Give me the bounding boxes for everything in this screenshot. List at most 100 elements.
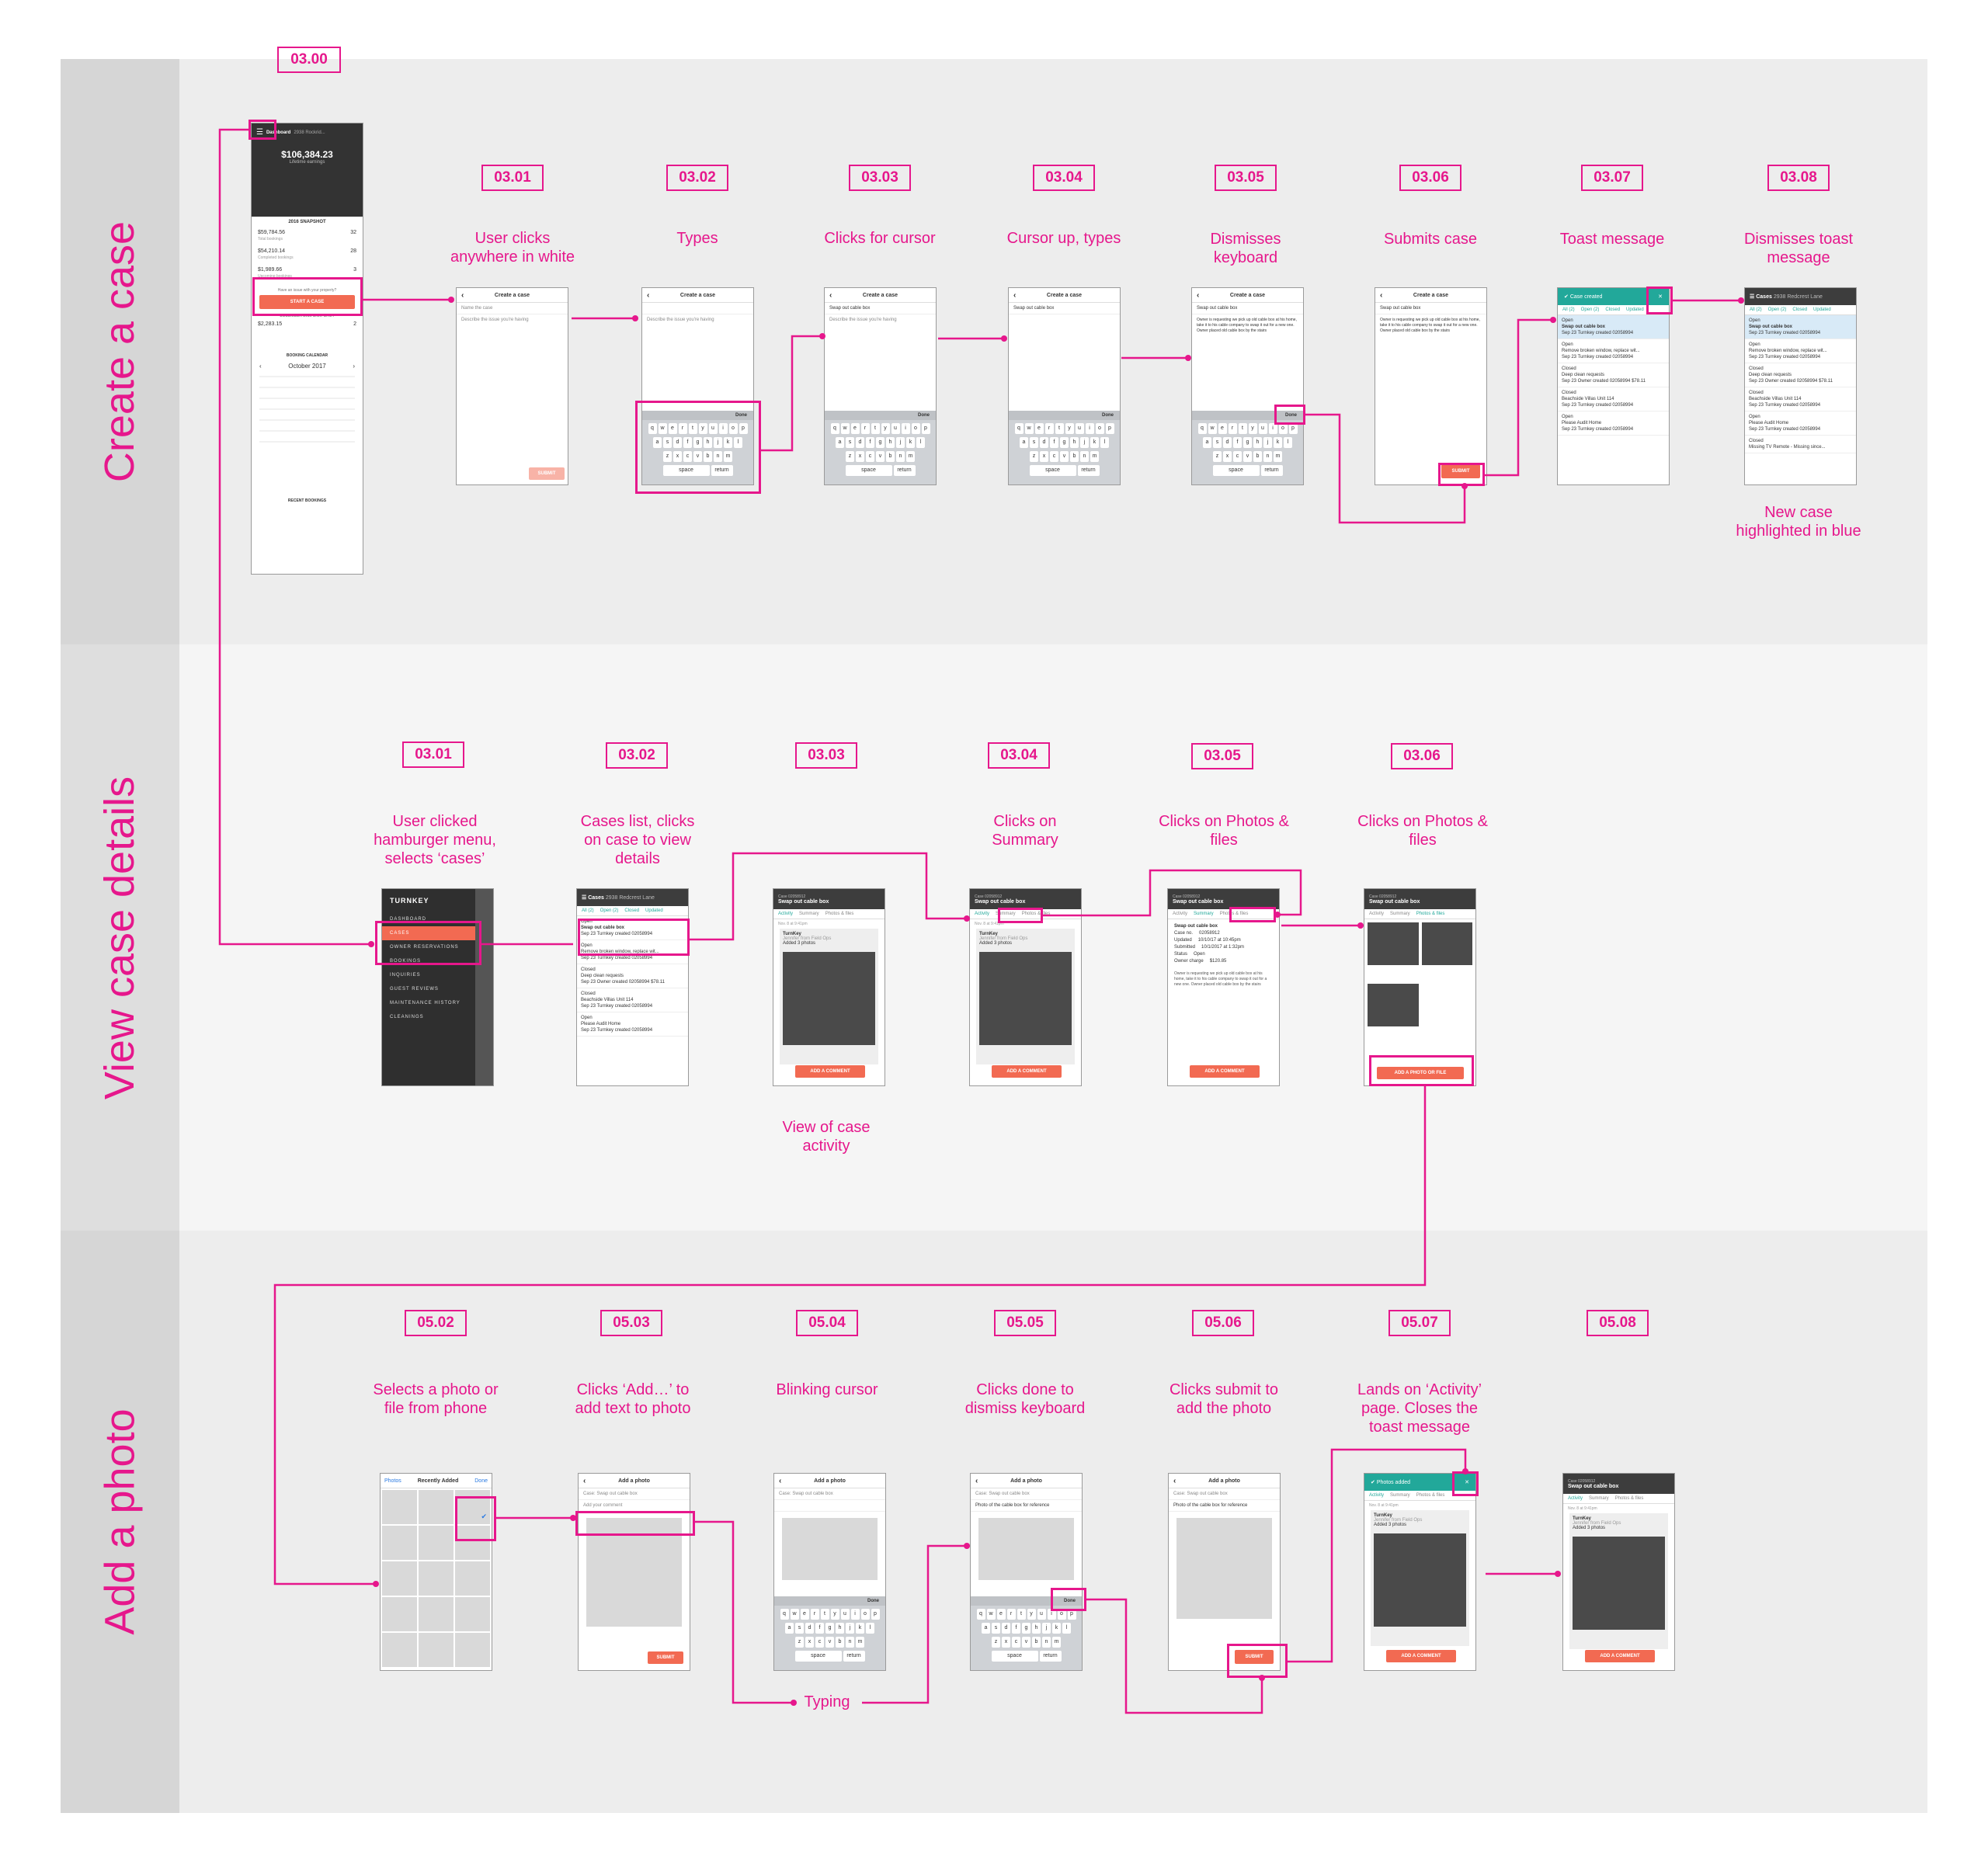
case-name-input[interactable]: Swap out cable box: [825, 303, 936, 314]
add-photo-button[interactable]: ADD A PHOTO OR FILE: [1377, 1067, 1464, 1079]
menu-item[interactable]: BOOKINGS: [390, 959, 422, 964]
add-comment-button[interactable]: ADD A COMMENT: [1386, 1650, 1456, 1662]
menu-item[interactable]: GUEST REVIEWS: [390, 987, 439, 992]
add-comment-button[interactable]: ADD A COMMENT: [1585, 1650, 1655, 1662]
tab-summary[interactable]: Summary: [1390, 912, 1410, 916]
case-name-input[interactable]: [642, 303, 753, 314]
photo-cell[interactable]: [382, 1597, 417, 1631]
photo-thumb[interactable]: [1421, 922, 1472, 965]
menu-item[interactable]: OWNER RESERVATIONS: [390, 945, 459, 950]
photo-cell[interactable]: [455, 1597, 490, 1631]
photo-cell[interactable]: [455, 1561, 490, 1596]
menu-item[interactable]: MAINTENANCE HISTORY: [390, 1001, 461, 1005]
back-icon[interactable]: ‹: [461, 290, 464, 300]
keyboard-done-button[interactable]: Done: [642, 411, 753, 420]
submit-button[interactable]: SUBMIT: [648, 1651, 683, 1664]
tab-photos[interactable]: Photos & files: [1614, 1496, 1644, 1501]
close-icon[interactable]: ✕: [1658, 294, 1663, 300]
menu-item[interactable]: CLEANINGS: [390, 1015, 424, 1019]
submit-button[interactable]: SUBMIT: [529, 467, 565, 480]
activity-screen-0508[interactable]: Case 02058912 Swap out cable box Activit…: [1562, 1473, 1675, 1671]
tab-photos[interactable]: Photos & files: [1416, 1493, 1445, 1498]
back-icon[interactable]: ‹: [1173, 1476, 1176, 1485]
hamburger-icon[interactable]: ☰: [582, 895, 589, 901]
case-desc-input[interactable]: Describe the issue you're having: [647, 318, 714, 322]
keyboard-done-button[interactable]: Done: [971, 1596, 1082, 1606]
tab-summary[interactable]: Summary: [1194, 912, 1214, 916]
done-link[interactable]: Done: [474, 1478, 488, 1484]
photo-cell[interactable]: [419, 1561, 454, 1596]
menu-screen[interactable]: TURNKEY DASHBOARD CASES OWNER RESERVATIO…: [381, 888, 494, 1086]
create-case-screen-0303[interactable]: ‹Create a case Swap out cable box Descri…: [824, 287, 937, 485]
tab-photos[interactable]: Photos & files: [825, 912, 854, 916]
photos-back-link[interactable]: Photos: [384, 1478, 401, 1484]
cable-box-photo[interactable]: [783, 952, 875, 1045]
back-icon[interactable]: ‹: [779, 1476, 782, 1485]
tab-summary[interactable]: Summary: [799, 912, 819, 916]
case-name-input[interactable]: Swap out cable box: [1009, 303, 1120, 314]
add-photo-screen-0506[interactable]: ‹Add a photo Case: Swap out cable box Ph…: [1168, 1473, 1281, 1671]
back-icon[interactable]: ‹: [647, 290, 650, 300]
add-comment-button[interactable]: ADD A COMMENT: [795, 1065, 865, 1078]
tab-photos[interactable]: Photos & files: [1416, 912, 1445, 916]
create-case-screen-0305[interactable]: ‹Create a case Swap out cable box Owner …: [1191, 287, 1304, 485]
menu-item[interactable]: DASHBOARD: [390, 917, 427, 922]
tab-activity[interactable]: Activity: [975, 912, 990, 916]
case-desc-text[interactable]: Owner is requesting we pick up old cable…: [1380, 318, 1480, 333]
photo-cell[interactable]: [382, 1633, 417, 1667]
chevron-left-icon[interactable]: ‹: [259, 363, 262, 370]
create-case-screen-0304[interactable]: ‹Create a case Swap out cable box Done q…: [1008, 287, 1121, 485]
dashboard-address[interactable]: 2938 Rockrid...: [294, 130, 325, 135]
comment-input[interactable]: Photo of the cable box for reference: [971, 1500, 1082, 1512]
photo-cell[interactable]: [382, 1561, 417, 1596]
case-name-input[interactable]: Name the case: [457, 303, 568, 314]
photo-cell[interactable]: [419, 1633, 454, 1667]
keyboard-done-button[interactable]: Done: [774, 1596, 885, 1606]
add-photo-screen-0503[interactable]: ‹Add a photo Case: Swap out cable box Ad…: [578, 1473, 690, 1671]
cable-box-photo[interactable]: [1573, 1537, 1665, 1630]
comment-input[interactable]: Photo of the cable box for reference: [1169, 1500, 1280, 1512]
add-comment-button[interactable]: ADD A COMMENT: [1190, 1065, 1260, 1078]
back-icon[interactable]: ‹: [1197, 290, 1200, 300]
case-desc-input[interactable]: Describe the issue you're having: [829, 318, 897, 322]
cases-address[interactable]: 2938 Redcrest Lane: [1773, 293, 1823, 300]
tab-activity[interactable]: Activity: [778, 912, 794, 916]
back-icon[interactable]: ‹: [1013, 290, 1017, 300]
back-icon[interactable]: ‹: [975, 1476, 978, 1485]
case-desc-input[interactable]: [1009, 314, 1120, 325]
create-case-screen-0301[interactable]: ‹Create a case Name the case Describe th…: [456, 287, 568, 485]
cases-address[interactable]: 2938 Redcrest Lane: [605, 894, 655, 901]
tab-summary[interactable]: Summary: [996, 912, 1016, 916]
photo-cell[interactable]: [455, 1633, 490, 1667]
case-name-input[interactable]: Swap out cable box: [1375, 303, 1486, 314]
create-case-screen-0302[interactable]: ‹Create a case Describe the issue you're…: [641, 287, 754, 485]
calendar-grid[interactable]: [259, 374, 355, 452]
photo-cell[interactable]: [419, 1597, 454, 1631]
tab-activity[interactable]: Activity: [1173, 912, 1188, 916]
add-photo-screen-0505[interactable]: ‹Add a photo Case: Swap out cable box Ph…: [970, 1473, 1083, 1671]
photo-cell[interactable]: [382, 1526, 417, 1560]
tab-summary[interactable]: Summary: [1390, 1493, 1410, 1498]
case-activity-screen-b[interactable]: Case 02058912 Swap out cable box Activit…: [969, 888, 1082, 1086]
hamburger-icon[interactable]: ☰: [1750, 294, 1757, 300]
chevron-right-icon[interactable]: ›: [353, 363, 355, 370]
case-name-input[interactable]: Swap out cable box: [1192, 303, 1303, 314]
cable-box-photo[interactable]: [1374, 1533, 1466, 1627]
side-menu[interactable]: TURNKEY DASHBOARD CASES OWNER RESERVATIO…: [382, 889, 475, 1085]
cases-list-screen[interactable]: ☰ Cases 2938 Redcrest Lane All (2)Open (…: [576, 888, 689, 1086]
